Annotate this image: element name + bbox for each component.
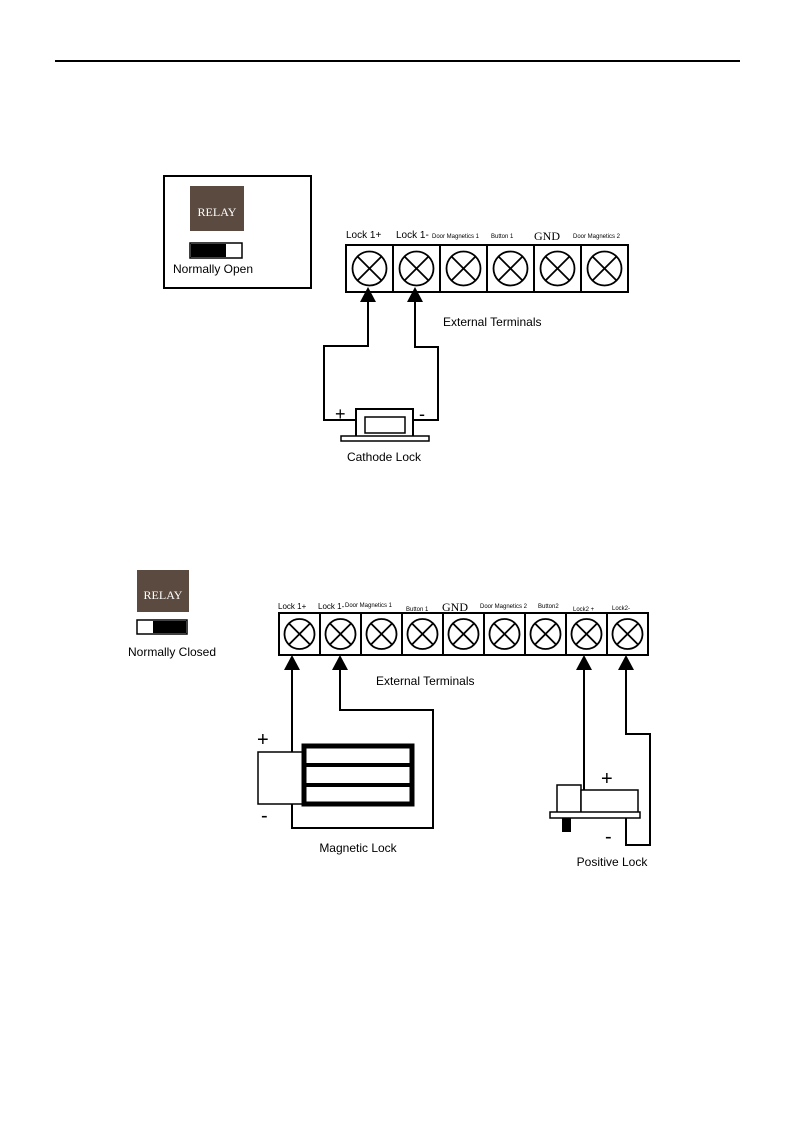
terminal-label-gnd: GND (442, 600, 468, 614)
terminal-button-1 (402, 613, 443, 655)
diagram-normally-closed: RELAY Normally Closed Lock 1+ Lock 1- Do… (128, 570, 650, 869)
arrow-lock1-plus (284, 655, 300, 670)
terminal-label-door-magnetics-1: Door Magnetics 1 (345, 603, 393, 609)
terminal-label-gnd: GND (534, 229, 560, 243)
magnetic-minus-sign: - (261, 805, 268, 827)
terminal-lock1-plus (279, 613, 320, 655)
cathode-lock (341, 409, 429, 441)
terminal-lock2-plus (566, 613, 607, 655)
terminal-label-lock1-minus: Lock 1- (318, 602, 345, 611)
plus-sign: + (335, 404, 346, 424)
relay-switch (137, 620, 187, 634)
magnetic-lock (258, 746, 412, 804)
cathode-lock-label: Cathode Lock (347, 450, 422, 464)
diagram-normally-open: RELAY Normally Open Lock 1+ Lock 1- Door… (164, 176, 628, 464)
terminal-block (346, 245, 628, 292)
positive-lock-plus-sign: + (601, 768, 613, 790)
terminal-lock1-minus (393, 245, 440, 292)
terminal-door-magnetics-2 (484, 613, 525, 655)
terminal-label-button2: Button2 (538, 604, 559, 610)
terminal-label-lock2-minus: Lock2- (612, 606, 630, 612)
positive-lock-label: Positive Lock (577, 855, 649, 869)
magnetic-lock-label: Magnetic Lock (319, 841, 397, 855)
terminal-button-1 (487, 245, 534, 292)
terminals-caption: External Terminals (376, 674, 474, 688)
relay-label: RELAY (198, 205, 237, 219)
terminal-label-door-magnetics-2: Door Magnetics 2 (573, 234, 621, 240)
terminal-label-lock1-plus: Lock 1+ (346, 230, 381, 241)
terminal-label-door-magnetics-2: Door Magnetics 2 (480, 604, 528, 610)
terminal-door-magnetics-1 (361, 613, 402, 655)
wire-negative (412, 302, 438, 420)
wire-positive (324, 302, 368, 420)
magnetic-plus-sign: + (257, 729, 269, 751)
arrow-lock2-plus (576, 655, 592, 670)
terminals-caption: External Terminals (443, 315, 541, 329)
relay-label: RELAY (144, 588, 183, 602)
terminal-gnd (443, 613, 484, 655)
terminal-lock1-minus (320, 613, 361, 655)
terminal-door-magnetics-1 (440, 245, 487, 292)
arrow-lock1-minus (332, 655, 348, 670)
terminal-label-button-1: Button 1 (491, 234, 514, 240)
relay-switch (190, 243, 242, 258)
terminal-label-lock1-plus: Lock 1+ (278, 602, 307, 611)
relay-mode-label: Normally Open (173, 262, 253, 276)
relay-mode-label: Normally Closed (128, 645, 216, 659)
terminal-door-magnetics-2 (581, 245, 628, 292)
terminal-label-lock1-minus: Lock 1- (396, 230, 429, 241)
arrow-lock2-minus (618, 655, 634, 670)
terminal-button2 (525, 613, 566, 655)
terminal-lock2-minus (607, 613, 648, 655)
terminal-label-door-magnetics-1: Door Magnetics 1 (432, 234, 480, 240)
terminal-block (279, 613, 648, 655)
terminal-lock1-plus (346, 245, 393, 292)
positive-lock-minus-sign: - (605, 826, 612, 848)
minus-sign: - (419, 404, 425, 424)
terminal-gnd (534, 245, 581, 292)
